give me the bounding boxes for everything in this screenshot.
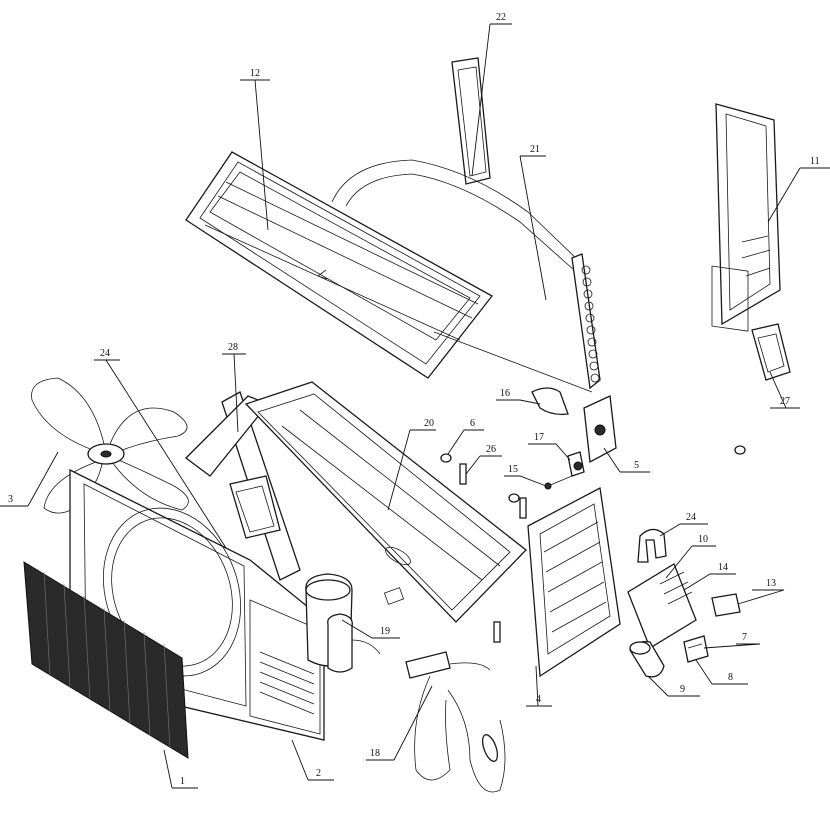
part-7-terminal <box>683 635 709 663</box>
part-4-partition-plate <box>527 486 621 678</box>
callout-24-right: 24 <box>686 512 696 523</box>
callout-13: 13 <box>766 578 776 589</box>
part-17-service-valve <box>567 451 585 477</box>
part-27-junction-box <box>751 323 791 381</box>
callout-19: 19 <box>380 626 390 637</box>
callout-labels: 22 12 21 11 27 24 28 3 20 6 26 15 16 17 … <box>8 12 820 787</box>
part-9-capacitor <box>629 641 665 678</box>
callout-16: 16 <box>500 388 510 399</box>
callout-12: 12 <box>250 68 260 79</box>
part-22-trim-strip <box>451 57 491 185</box>
part-18-valve-assembly <box>405 651 506 793</box>
part-16-clip <box>531 387 569 416</box>
callout-22: 22 <box>496 12 506 23</box>
part-21-condenser-coil <box>331 159 601 393</box>
callout-4: 4 <box>536 694 541 705</box>
callout-1: 1 <box>180 776 185 787</box>
part-10-electrical-box <box>627 563 697 649</box>
callout-27: 27 <box>780 396 790 407</box>
part-28-motor-bracket <box>185 391 301 581</box>
callout-17: 17 <box>534 432 544 443</box>
callout-3: 3 <box>8 494 13 505</box>
leader-lines <box>0 23 830 789</box>
callout-26: 26 <box>486 444 496 455</box>
part-6-nut <box>440 445 746 503</box>
callout-24-left: 24 <box>100 348 110 359</box>
callout-18: 18 <box>370 748 380 759</box>
callout-2: 2 <box>316 768 321 779</box>
callout-10: 10 <box>698 534 708 545</box>
callout-11: 11 <box>810 156 820 167</box>
callout-14: 14 <box>718 562 728 573</box>
callout-21: 21 <box>530 144 540 155</box>
callout-15: 15 <box>508 464 518 475</box>
part-26-studs <box>459 463 527 643</box>
part-20-base-pan <box>244 381 527 623</box>
callout-7: 7 <box>742 632 747 643</box>
part-3-fan-blade <box>31 377 189 514</box>
part-15-pipe <box>544 475 573 490</box>
part-5-valve-bracket <box>583 395 617 464</box>
part-11-side-panel <box>711 103 781 332</box>
part-19-compressor <box>305 573 381 673</box>
part-24-clamp <box>637 528 667 563</box>
callout-9: 9 <box>680 684 685 695</box>
callout-8: 8 <box>728 672 733 683</box>
callout-28: 28 <box>228 342 238 353</box>
part-12-top-cover <box>185 151 493 379</box>
callout-5: 5 <box>634 460 639 471</box>
part-1-front-grille <box>23 561 189 759</box>
part-13-relay <box>711 593 741 617</box>
callout-20: 20 <box>424 418 434 429</box>
callout-6: 6 <box>470 418 475 429</box>
